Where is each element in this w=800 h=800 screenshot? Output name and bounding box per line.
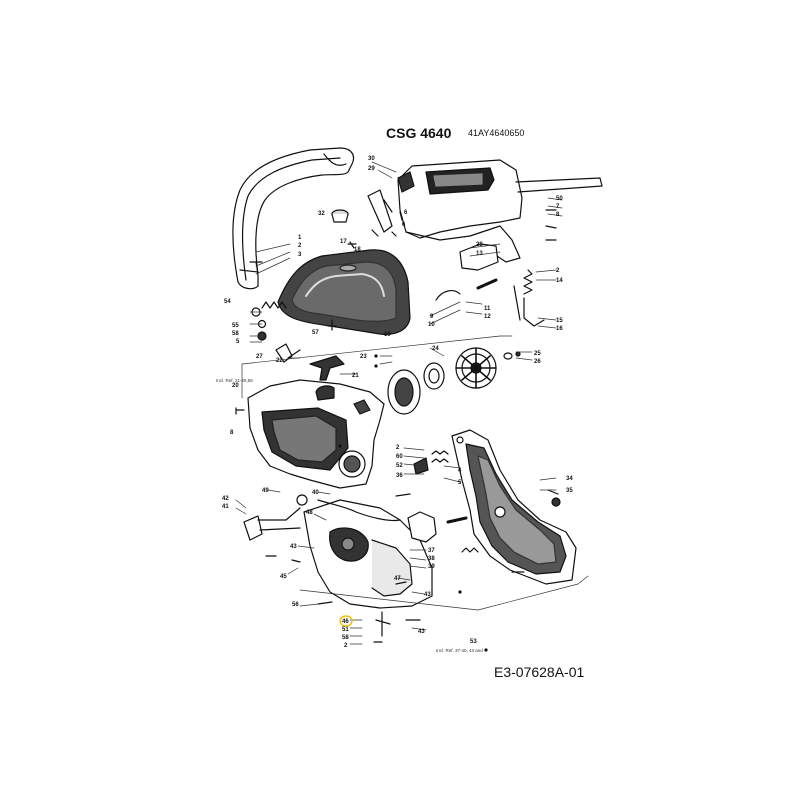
part-label-49: 49 [262, 488, 269, 494]
part-label-15: 15 [556, 318, 563, 324]
part-label-1: 1 [298, 235, 302, 241]
part-label-26: 26 [534, 359, 541, 365]
part-label-21: 21 [352, 373, 359, 379]
part-label-22: 22 [276, 358, 283, 364]
part-label-53: 53 [470, 639, 477, 645]
screw-set [235, 199, 561, 643]
part-label-11: 11 [484, 306, 491, 312]
part-label-23: 23 [360, 354, 367, 360]
part-label-45: 45 [280, 574, 287, 580]
part-label-34: 34 [566, 476, 573, 482]
note-53: Incl. Ref. 37-40, 43 and [436, 648, 483, 653]
part-label-32: 32 [318, 211, 325, 217]
part-label-47: 47 [394, 576, 401, 582]
part-label-5b: 5 [458, 480, 462, 486]
part-label-40a: 40 [312, 490, 319, 496]
part-label-46: 46 [342, 619, 349, 625]
part-label-8a: 8 [556, 212, 560, 218]
crankcase-side [451, 429, 577, 585]
part-label-57: 57 [312, 330, 319, 336]
part-label-25: 25 [534, 351, 541, 357]
part-label-6a: 6 [404, 210, 408, 216]
part-label-8b: 8 [230, 430, 234, 436]
part-label-43a: 43 [290, 544, 297, 550]
part-label-30: 30 [368, 156, 375, 162]
part-label-7: 7 [556, 204, 560, 210]
top-cover [277, 249, 411, 335]
part-label-36: 36 [396, 473, 403, 479]
part-label-54: 54 [224, 299, 231, 305]
part-label-3: 3 [298, 252, 302, 258]
part-label-18: 18 [354, 247, 361, 253]
part-label-12: 12 [484, 314, 491, 320]
part-label-41: 41 [222, 504, 229, 510]
drawing-reference: E3-07628A-01 [494, 664, 585, 680]
note-20: Incl. Ref. 21-26,56 [216, 378, 253, 383]
part-label-5a: 5 [236, 339, 240, 345]
part-label-28: 28 [476, 242, 483, 248]
model-number: 41AY4640650 [468, 128, 525, 138]
part-label-55: 55 [232, 323, 239, 329]
part-label-60: 60 [396, 454, 403, 460]
part-label-39: 39 [428, 564, 435, 570]
reference-lines [235, 161, 589, 645]
part-label-50: 50 [556, 196, 563, 202]
part-label-20: 20 [232, 383, 239, 389]
part-label-10: 10 [428, 322, 435, 328]
part-label-14: 14 [556, 278, 563, 284]
part-label-9: 9 [430, 314, 434, 320]
av-spring [513, 269, 545, 327]
part-label-2c: 2 [396, 445, 400, 451]
oil-cap [331, 209, 349, 223]
part-label-48: 48 [306, 510, 313, 516]
part-label-17: 17 [340, 239, 347, 245]
brake-spring [413, 450, 449, 475]
rear-handle-housing [397, 159, 603, 271]
part-label-27: 27 [256, 354, 263, 360]
engine-housing [247, 379, 385, 489]
part-label-19: 19 [384, 332, 391, 338]
part-label-24: 24 [432, 346, 439, 352]
part-label-2b: 2 [556, 268, 560, 274]
highlight-marker [339, 615, 353, 627]
part-label-38: 38 [428, 556, 435, 562]
part-label-51: 51 [342, 627, 349, 633]
starter-assembly [387, 347, 521, 415]
part-label-35: 35 [566, 488, 573, 494]
part-label-13: 13 [476, 251, 483, 257]
part-label-58b: 58 [342, 635, 349, 641]
part-label-58a: 58 [232, 331, 239, 337]
chain-tensioner [407, 511, 479, 553]
part-label-37: 37 [428, 548, 435, 554]
part-label-52: 52 [396, 463, 403, 469]
part-label-43c: 43 [418, 629, 425, 635]
part-label-16: 16 [556, 326, 563, 332]
part-label-43b: 43 [424, 592, 431, 598]
choke-lever [275, 343, 345, 381]
part-label-29: 29 [368, 166, 375, 172]
diagram-title: CSG 4640 [386, 125, 452, 141]
reference-dots [338, 354, 488, 652]
part-label-6b: 6 [402, 222, 406, 228]
part-label-2d: 2 [344, 643, 348, 649]
part-label-4: 4 [458, 468, 462, 474]
clutch-cover [303, 499, 433, 609]
bracket-30 [367, 171, 415, 233]
part-label-56: 56 [292, 602, 299, 608]
throttle-rod [243, 494, 308, 541]
part-label-42: 42 [222, 496, 229, 502]
throttle-cable [317, 499, 401, 522]
part-label-2a: 2 [298, 243, 302, 249]
